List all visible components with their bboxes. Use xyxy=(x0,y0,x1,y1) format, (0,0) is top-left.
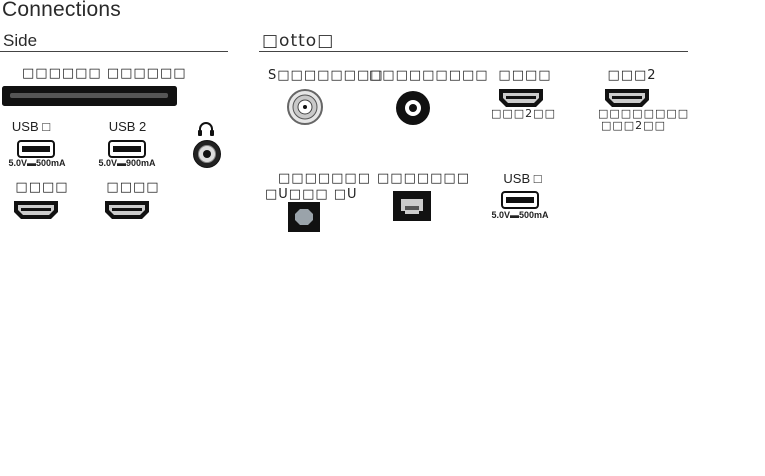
hdmi4-sub: □□□2□□ xyxy=(601,119,666,132)
usb-a-icon xyxy=(108,140,146,158)
usb-a-icon xyxy=(17,140,55,158)
hdmi-port-icon xyxy=(12,199,60,221)
hdmi-port-icon xyxy=(497,87,545,109)
satellite-connector-icon xyxy=(286,88,324,126)
page-title: Connections xyxy=(2,0,121,21)
usb1-spec: 5.0V▬500mA xyxy=(8,158,66,168)
side-heading: Side xyxy=(3,31,38,50)
optical-port-icon xyxy=(288,202,320,232)
usb2-label: USB 2 xyxy=(108,119,147,134)
side-divider xyxy=(0,51,228,52)
antenna-connector-icon xyxy=(394,89,432,127)
usb-a-icon xyxy=(501,191,539,209)
hdmi3-label: □□□□ xyxy=(498,68,552,83)
usb1-label: USB □ xyxy=(11,119,51,134)
card-slot-icon xyxy=(2,86,177,106)
satellite-label: S□□□□□□□□ xyxy=(268,68,384,83)
optical-label: □□□□□□□ xyxy=(278,171,371,186)
audio-jack-icon xyxy=(192,139,222,169)
ethernet-port-icon xyxy=(393,191,431,221)
bottom-heading: □otto□ xyxy=(262,31,335,51)
hdmi-port-icon xyxy=(603,87,651,109)
usb3-spec: 5.0V▬500mA xyxy=(491,210,549,220)
hdmi4-label: □□□2 xyxy=(607,68,657,83)
usb3-label: USB □ xyxy=(503,171,542,186)
network-label: □□□□□□□ xyxy=(377,171,470,186)
optical-label: □U□□□ □U xyxy=(265,187,358,202)
hdmi2-label: □□□□ xyxy=(106,180,160,195)
antenna-label: □□□□□□□□□ xyxy=(369,68,489,83)
hdmi-port-icon xyxy=(103,199,151,221)
headphone-icon xyxy=(197,121,215,137)
usb2-spec: 5.0V▬900mA xyxy=(98,158,156,168)
hdmi4-sub: □□□□□□□□ xyxy=(598,107,690,120)
hdmi1-label: □□□□ xyxy=(15,180,69,195)
card-slot-label: □□□□□□ □□□□□□ xyxy=(22,66,187,81)
hdmi3-sub: □□□2□□ xyxy=(491,107,556,120)
bottom-divider xyxy=(259,51,688,52)
